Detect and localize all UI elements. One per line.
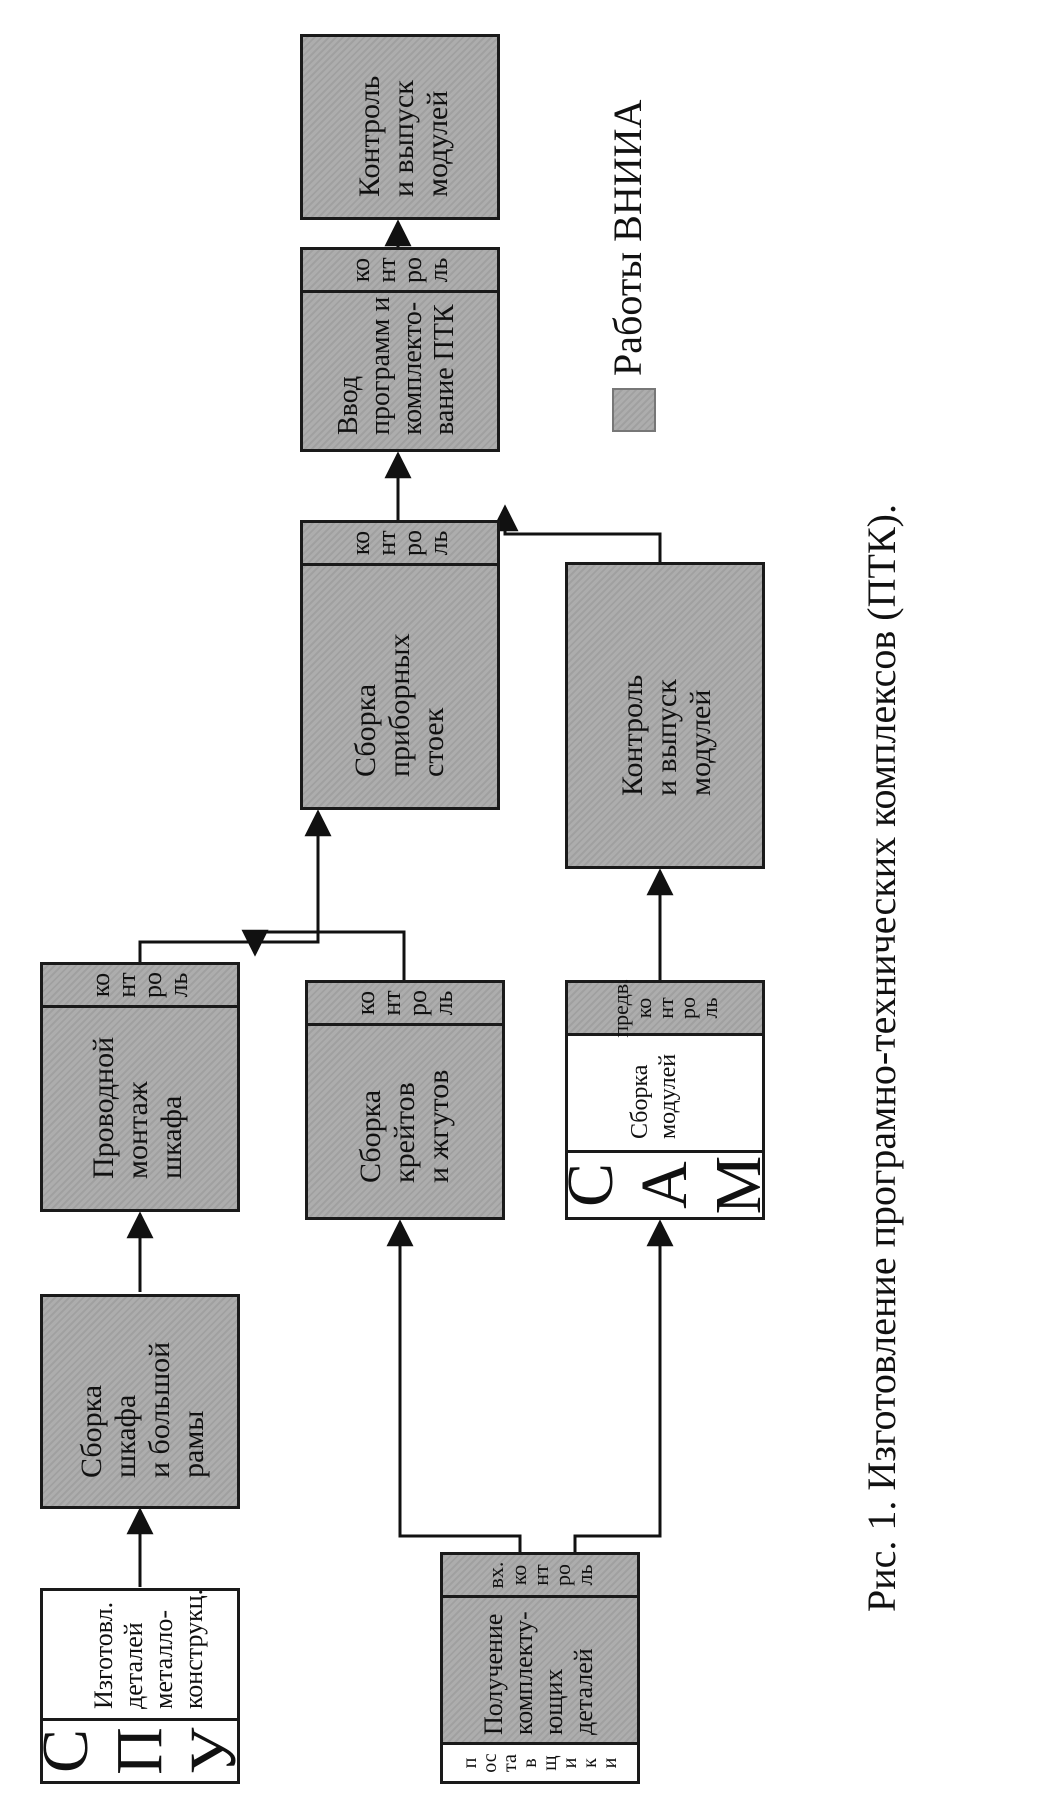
wiring-control: контроль xyxy=(86,972,193,998)
program-text: Ввод программ и комплекто- вание ПТК xyxy=(333,296,460,435)
racks-control-strip: контроль xyxy=(303,523,497,566)
receive-control-prefix: вх. xyxy=(483,1561,508,1589)
figure-caption: Рис. 1. Изготовление програмно-техническ… xyxy=(859,504,904,1612)
arrow-receive-to-sam xyxy=(573,1219,674,1552)
spu-text: Изготовл. деталей металло- конструкц. xyxy=(89,1588,208,1709)
receive-suppliers-strip: поставщики xyxy=(443,1742,637,1781)
box-program: Ввод программ и комплекто- вание ПТК кон… xyxy=(300,247,500,452)
sam-control: контроль xyxy=(631,997,722,1019)
sam-letters-strip: САМ xyxy=(554,1150,775,1217)
final-text: Контроль и выпуск модулей xyxy=(353,75,454,197)
box-frame: Сборка шкафа и большой рамы xyxy=(40,1294,240,1509)
spu-letters: СПУ xyxy=(29,1727,250,1775)
sam-control-prefix: предв. xyxy=(608,978,633,1038)
arrow-wiring-to-racks xyxy=(138,809,332,962)
racks-control: контроль xyxy=(346,530,453,556)
box-sam: САМ Сборка модулей предв. контроль xyxy=(554,978,775,1220)
sam-control-strip: предв. контроль xyxy=(568,978,762,1038)
program-control: контроль xyxy=(346,257,453,283)
wiring-text: Проводной монтаж шкафа xyxy=(87,1036,188,1179)
modules-ctrl-text: Контроль и выпуск модулей xyxy=(616,674,717,796)
legend-label: Работы ВНИИА xyxy=(605,99,650,376)
arrow-receive-to-crates xyxy=(386,1219,522,1552)
racks-text: Сборка приборных стоек xyxy=(349,633,450,777)
receive-control: контроль xyxy=(506,1564,597,1586)
sam-letters: САМ xyxy=(554,1155,775,1215)
box-modules-ctrl: Контроль и выпуск модулей xyxy=(565,562,765,869)
receive-text: Получение комплекту- ющих деталей xyxy=(479,1611,598,1735)
box-spu: СПУ Изготовл. деталей металло- конструкц… xyxy=(29,1588,250,1784)
crates-control-strip: контроль xyxy=(308,983,502,1026)
crates-text: Сборка крейтов и жгутов xyxy=(354,1069,455,1183)
receive-suppliers: поставщики xyxy=(459,1753,621,1773)
box-wiring: Проводной монтаж шкафа контроль xyxy=(40,962,240,1212)
frame-text: Сборка шкафа и большой рамы xyxy=(75,1341,210,1478)
box-crates: Сборка крейтов и жгутов контроль xyxy=(305,980,505,1220)
arrow-crates-to-wiring xyxy=(241,929,406,980)
crates-control: контроль xyxy=(351,990,458,1016)
spu-letters-strip: СПУ xyxy=(29,1718,250,1781)
receive-control-strip: вх. контроль xyxy=(443,1555,637,1598)
box-receive: поставщики Получение комплекту- ющих дет… xyxy=(440,1552,640,1784)
sam-text: Сборка модулей xyxy=(627,1053,681,1139)
box-racks: Сборка приборных стоек контроль xyxy=(300,520,500,810)
wiring-control-strip: контроль xyxy=(43,965,237,1008)
box-final: Контроль и выпуск модулей xyxy=(300,34,500,220)
arrow-modulesctrl-to-racks xyxy=(491,504,662,562)
legend-swatch xyxy=(612,388,656,432)
program-control-strip: контроль xyxy=(303,250,497,293)
